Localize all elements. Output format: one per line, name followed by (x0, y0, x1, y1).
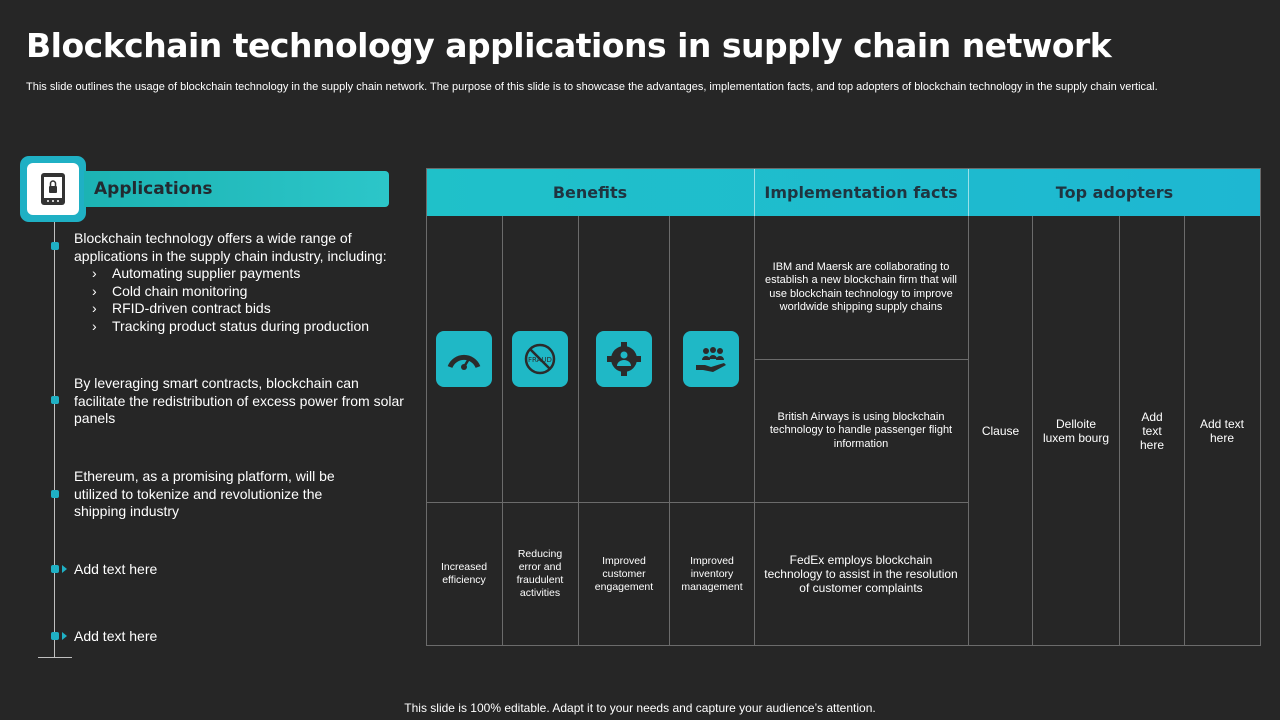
timeline-line (54, 222, 55, 658)
applications-icon-box (20, 156, 86, 222)
benefits-table: Benefits Implementation facts Top adopte… (426, 168, 1261, 646)
timeline-marker (51, 490, 59, 498)
implementation-fact: IBM and Maersk are collaborating to esta… (765, 260, 957, 314)
svg-text:FRAUD: FRAUD (528, 356, 552, 364)
benefit-text: Reducing error and fraudulent activities (516, 548, 564, 599)
header-benefits: Benefits (552, 182, 628, 202)
top-adopter: Delloite luxem bourg (1042, 417, 1110, 445)
timeline-end (38, 657, 72, 658)
footer-note: This slide is 100% editable. Adapt it to… (404, 701, 876, 715)
top-adopter: Add text here (1199, 417, 1245, 445)
sub-list-item: RFID-driven contract bids (92, 300, 409, 318)
timeline-marker (51, 632, 59, 640)
application-item: Blockchain technology offers a wide rang… (74, 230, 409, 335)
top-adopter: Clause (981, 424, 1020, 438)
implementation-fact: FedEx employs blockchain technology to a… (764, 553, 958, 595)
application-item: Add text here (74, 628, 158, 644)
timeline-marker (51, 565, 59, 573)
benefit-text: Increased efficiency (440, 561, 488, 586)
top-adopter: Add text here (1139, 410, 1165, 452)
sub-list-item: Cold chain monitoring (92, 283, 409, 301)
mobile-lock-icon (41, 173, 65, 205)
applications-header: Applications (84, 171, 389, 207)
sub-list-item: Automating supplier payments (92, 265, 409, 283)
application-item: By leveraging smart contracts, blockchai… (74, 375, 404, 426)
timeline-marker (51, 396, 59, 404)
table-header (426, 168, 1261, 216)
implementation-fact: British Airways is using blockchain tech… (769, 410, 953, 450)
page-subtitle: This slide outlines the usage of blockch… (26, 81, 1158, 93)
application-item: Ethereum, as a promising platform, will … (74, 468, 335, 519)
applications-label: Applications (94, 179, 213, 199)
hand-people-icon (683, 331, 739, 387)
page-title: Blockchain technology applications in su… (26, 26, 1112, 65)
sub-list-item: Tracking product status during productio… (92, 318, 409, 336)
timeline-marker (51, 242, 59, 250)
application-item: Add text here (74, 561, 158, 577)
gear-person-icon (596, 331, 652, 387)
benefit-text: Improved customer engagement (594, 554, 654, 593)
speedometer-icon (436, 331, 492, 387)
arrow-right-icon (62, 632, 67, 640)
arrow-right-icon (62, 565, 67, 573)
header-implementation-facts: Implementation facts (764, 182, 958, 202)
header-top-adopters: Top adopters (1055, 182, 1174, 202)
no-fraud-icon: FRAUD (512, 331, 568, 387)
application-sub-list: Automating supplier payments Cold chain … (74, 265, 409, 335)
benefit-text: Improved inventory management (681, 554, 743, 593)
